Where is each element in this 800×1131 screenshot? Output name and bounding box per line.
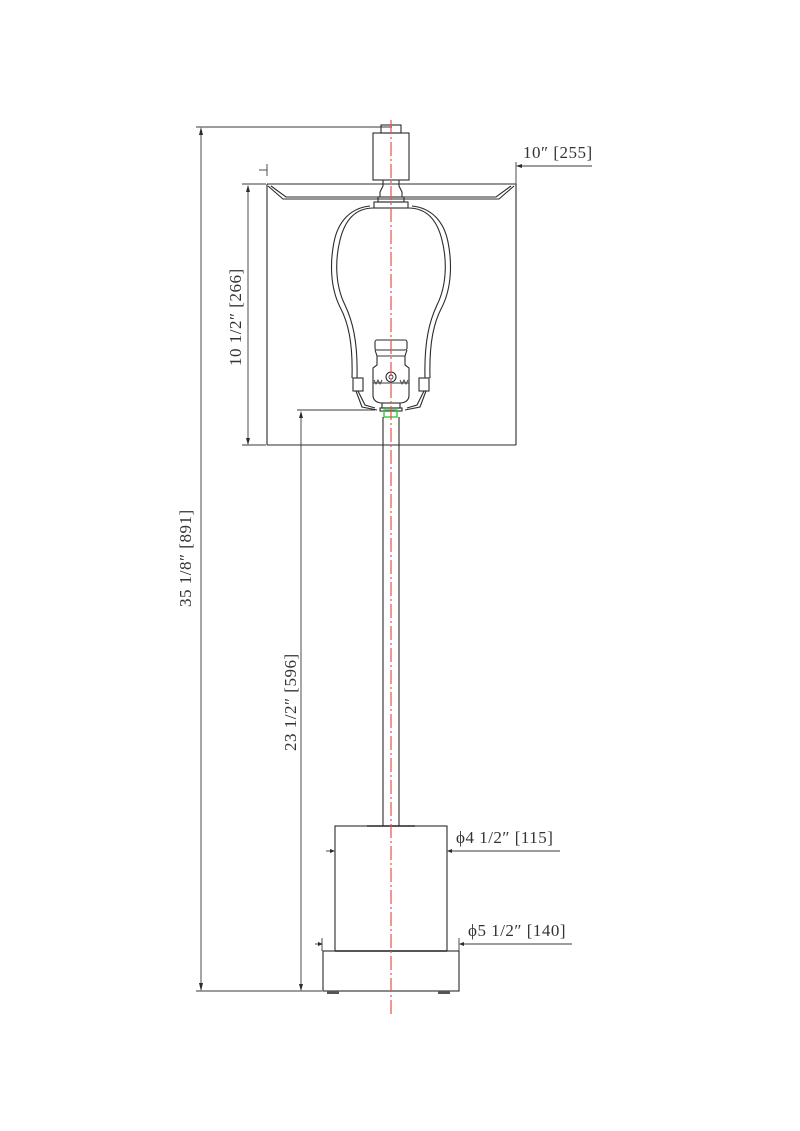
body-diameter-leader	[326, 849, 560, 853]
shade-width-label: 10″ [255]	[523, 143, 593, 162]
shade-width-leader	[515, 162, 592, 184]
overall-height-dimension	[196, 126, 392, 992]
shade-height-dimension	[242, 164, 268, 446]
lamp-body	[334, 825, 448, 952]
body-diameter-label: ϕ4 1/2″ [115]	[456, 828, 554, 847]
base-diameter-leader	[315, 938, 572, 951]
base-diameter-label: ϕ5 1/2″ [140]	[468, 921, 567, 940]
lower-height-dimension	[297, 409, 375, 991]
overall-height-label: 35 1/8″ [891]	[176, 509, 195, 607]
shade-height-label: 10 1/2″ [266]	[226, 268, 245, 366]
lamp-harp	[331, 205, 451, 411]
lamp-stem	[382, 417, 400, 826]
lower-height-label: 23 1/2″ [596]	[281, 653, 300, 751]
